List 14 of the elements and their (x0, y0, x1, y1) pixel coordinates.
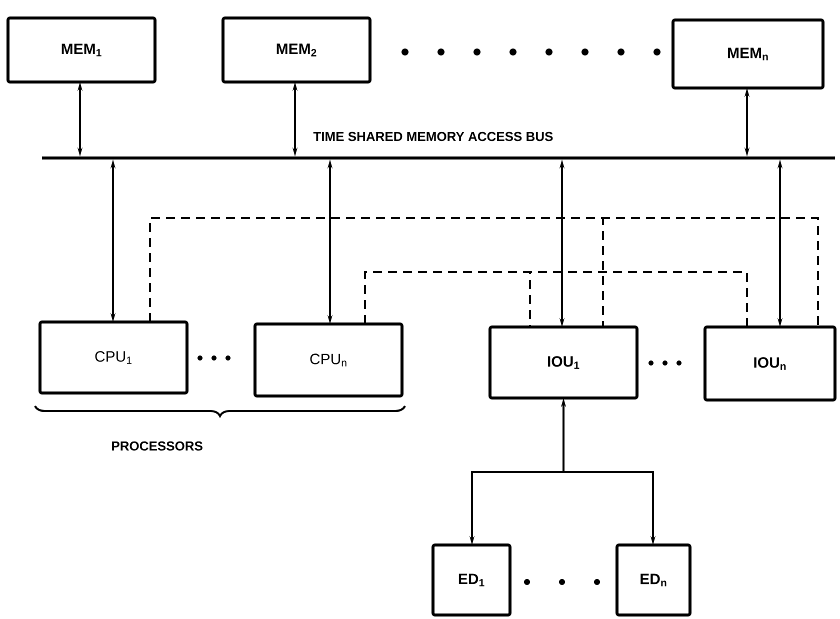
unit-box: CPU$_{1}$ (38, 320, 188, 394)
unit-box: ED$_{1}$ (432, 544, 512, 616)
dashed-connector (149, 217, 819, 327)
unit-box: MEM$_{n}$ (672, 18, 824, 90)
unit-box: IOU$_{n}$ (704, 326, 836, 402)
unit-box: MEM$_{2}$ (222, 16, 372, 84)
unit-box: IOU$_{1}$ (488, 326, 638, 400)
bus-label: TIME SHARED MEMORY ACCESS BUS (313, 132, 553, 142)
unit-box: CPU$_{n}$ (254, 322, 404, 398)
unit-box: MEM$_{1}$ (6, 16, 156, 84)
unit-box: ED$_{n}$ (616, 544, 692, 616)
group-label: PROCESSORS (112, 441, 202, 451)
bus-line (42, 156, 835, 160)
dashed-connector (364, 271, 748, 327)
